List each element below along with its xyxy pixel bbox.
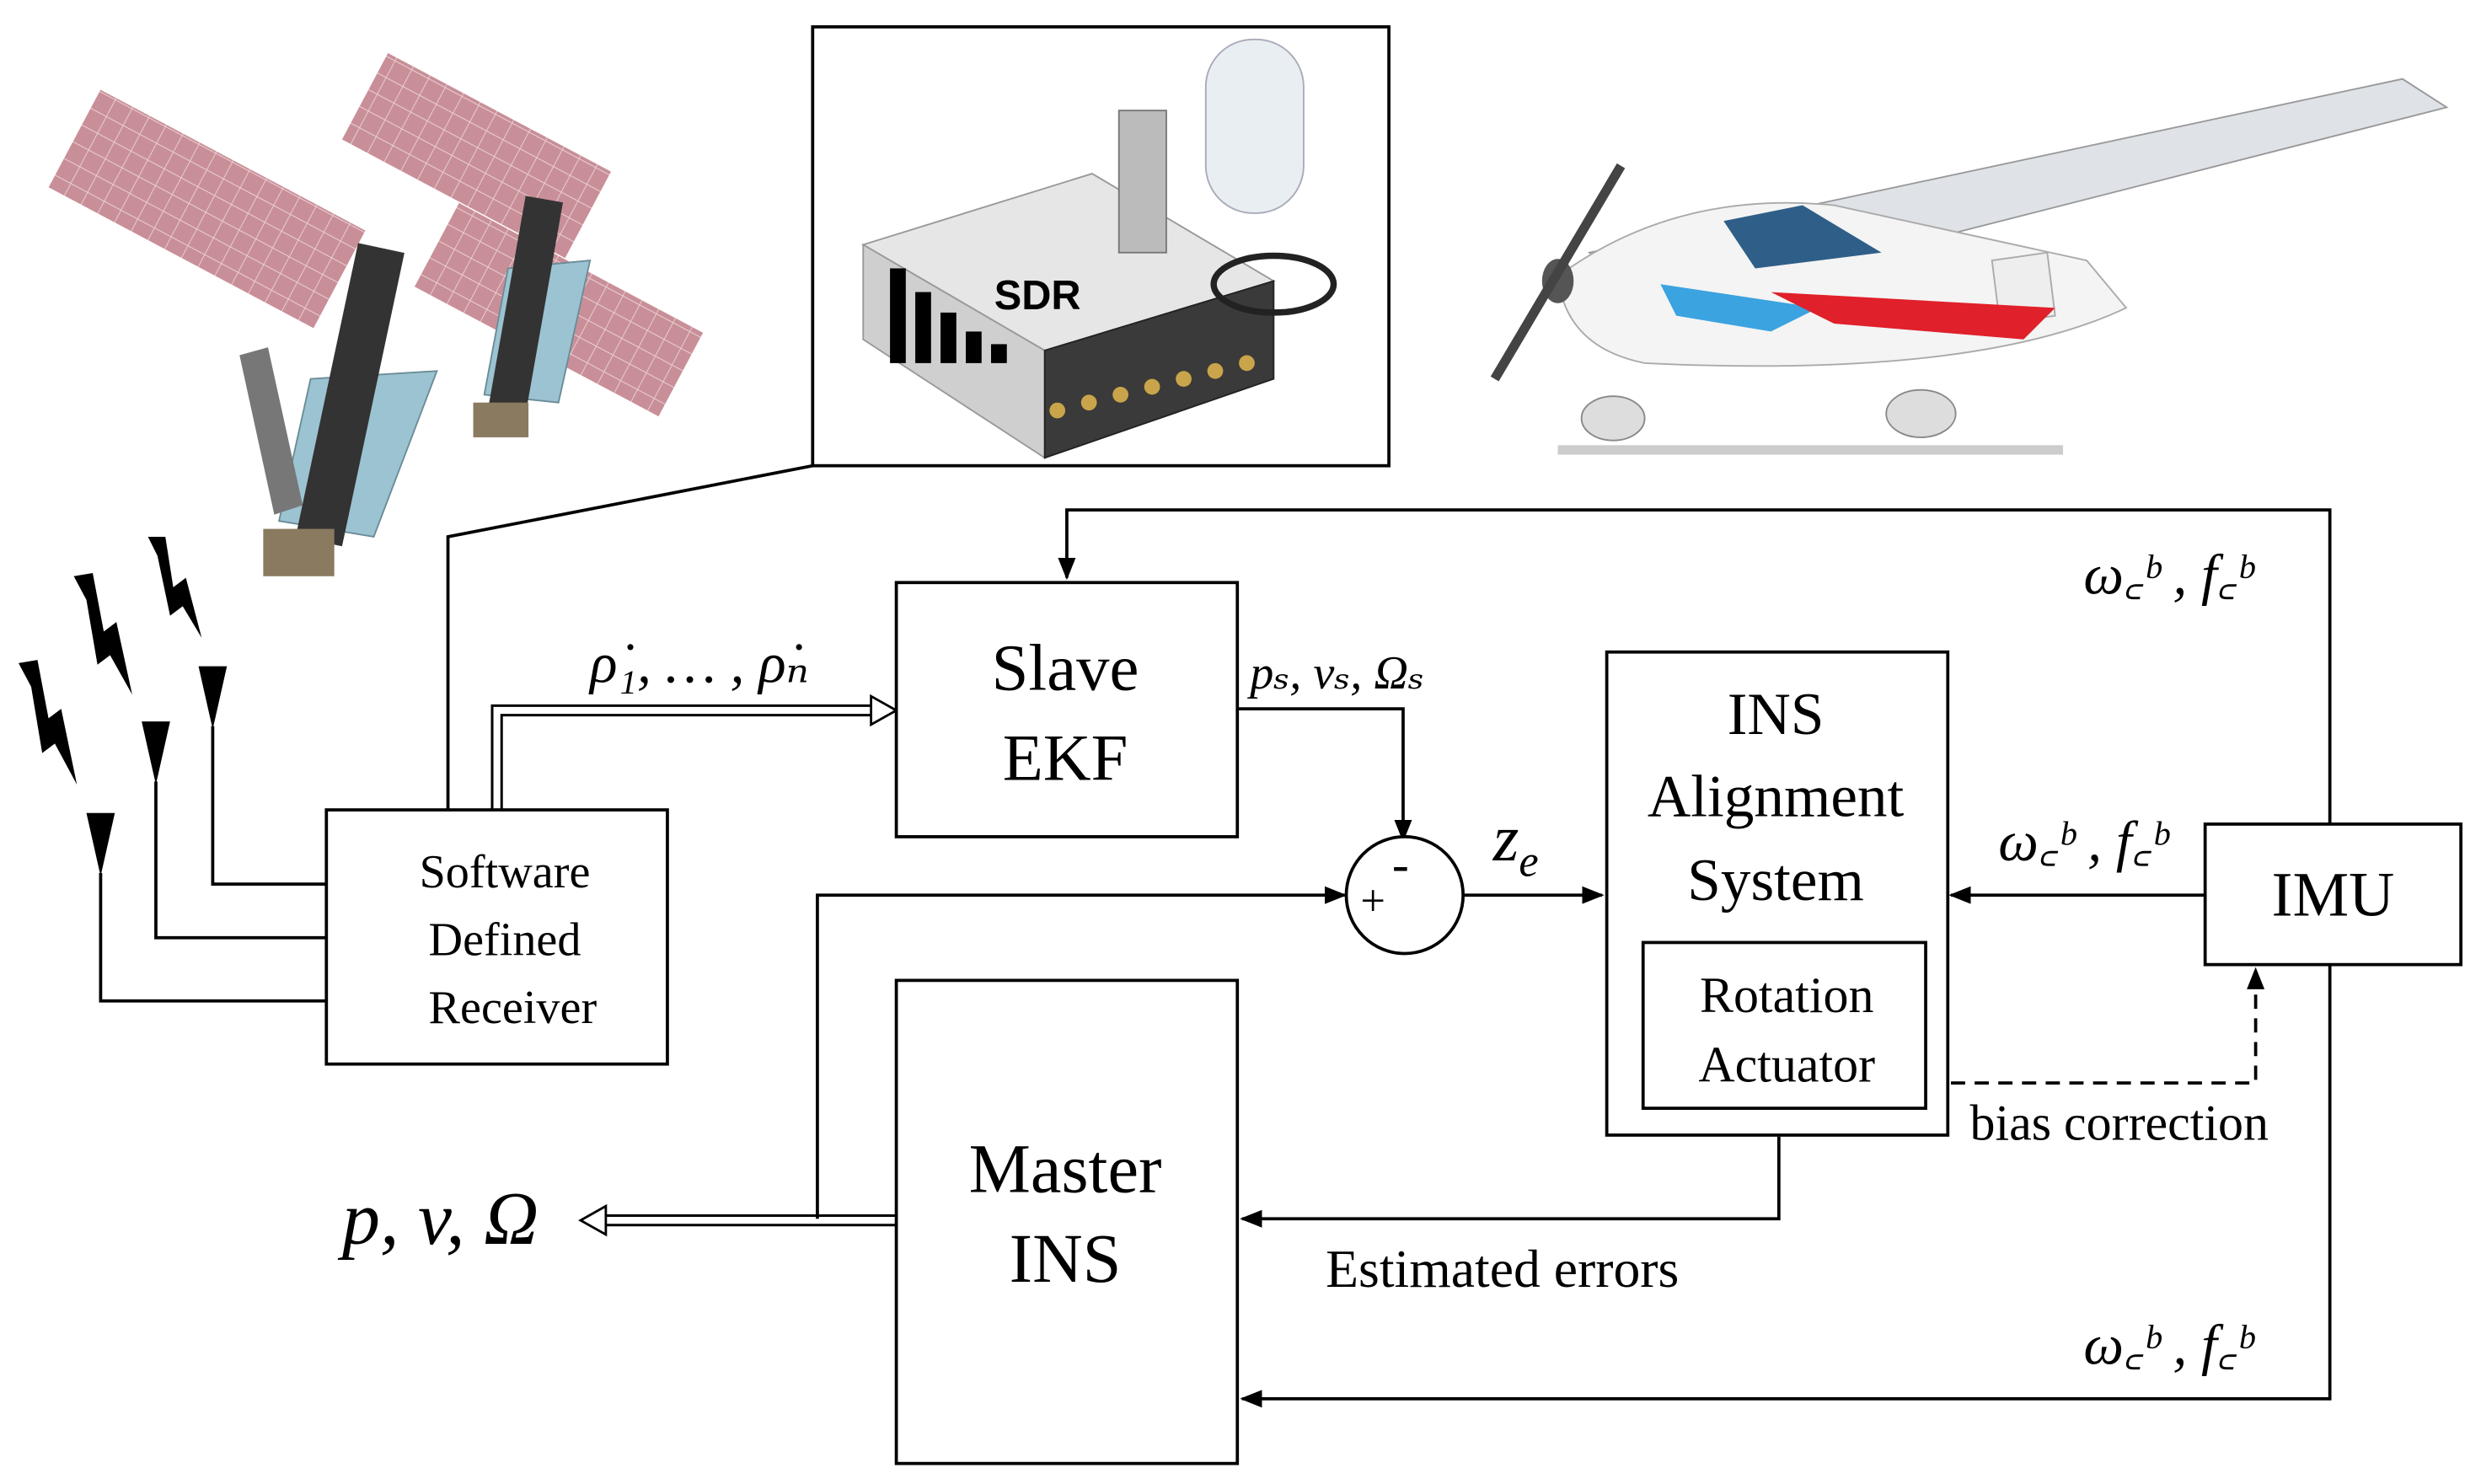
sdr-label: SDR (994, 273, 1081, 319)
satellite-body (295, 243, 405, 547)
junction-plus: + (1360, 877, 1385, 926)
signal-bars-icon (890, 268, 1007, 363)
solar-panel (48, 89, 366, 329)
summing-junction: + - (1344, 835, 1466, 956)
antenna-wire (99, 872, 327, 1003)
rotation-line-2: Actuator (1698, 1037, 1875, 1092)
gps-antenna (1204, 38, 1305, 214)
slave-out-arrow (1237, 707, 1412, 843)
ins-line-1: INS (1728, 682, 1825, 747)
satellite-body (484, 196, 564, 436)
slave-line-1: Slave (992, 632, 1139, 705)
imu-output-label-mid: ω꜀ᵇ , f꜀ᵇ (1998, 810, 2170, 873)
output-arrowhead (578, 1203, 608, 1237)
receiver-line-3: Receiver (429, 982, 597, 1034)
rotation-line-1: Rotation (1700, 967, 1873, 1023)
junction-minus: - (1392, 836, 1409, 892)
airplane-stripe-red (1771, 292, 2055, 340)
antenna-icon (142, 721, 170, 785)
receiver-block: Software Defined Receiver (324, 808, 669, 1066)
satellite-boom (239, 347, 303, 515)
master-feedback-arrow (816, 886, 1348, 1219)
sdr-device-front (1043, 280, 1275, 459)
ins-line-2: Alignment (1648, 764, 1905, 830)
rho-arrowhead (870, 694, 899, 727)
imu-block: IMU (2203, 822, 2463, 967)
antenna-mount (1117, 110, 1167, 254)
slave-line-2: EKF (1003, 721, 1128, 795)
antenna-icon (86, 812, 115, 876)
satellite-bus (263, 528, 335, 576)
ins-line-3: System (1687, 848, 1864, 913)
master-ins-block: Master INS (894, 978, 1240, 1465)
rho-line-a (490, 704, 887, 811)
slave-output-label: pₛ, vₛ, Ωₛ (1246, 647, 1424, 699)
sdr-link (446, 463, 813, 811)
ze-label: ze (1492, 802, 1539, 887)
satellite-bus (473, 402, 529, 437)
output-label: p, v, Ω (337, 1177, 539, 1261)
antenna-cable (1210, 252, 1337, 316)
imu-output-label-bottom: ω꜀ᵇ , f꜀ᵇ (2083, 1314, 2255, 1377)
airplane-window (1723, 205, 1882, 269)
antenna-wire (154, 781, 327, 940)
imu-label: IMU (2272, 860, 2395, 930)
radio-signals (18, 536, 228, 876)
sdr-ports (1049, 355, 1255, 419)
airplane-illustration (1490, 78, 2449, 455)
receiver-line-2: Defined (429, 913, 581, 966)
sdr-panel: SDR (811, 24, 1391, 468)
antenna-icon (198, 666, 228, 730)
airplane-propeller (1490, 163, 1626, 382)
estimated-errors-label: Estimated errors (1326, 1239, 1679, 1299)
rho-label: ρ̇₁, … , ρ̇ₙ (588, 631, 809, 694)
imu-output-label-top: ω꜀ᵇ , f꜀ᵇ (2083, 543, 2255, 606)
airplane-landing-gear (1580, 388, 1957, 442)
slave-ekf-block: Slave EKF (894, 581, 1240, 838)
bias-arrow (1951, 967, 2265, 1085)
rotation-actuator-block: Rotation Actuator (1641, 940, 1927, 1111)
rho-line-b (500, 714, 887, 811)
airplane-shadow (1557, 445, 2064, 455)
airplane-stripe-blue (1660, 284, 1819, 332)
imu-to-slave-arrow (1058, 508, 2332, 824)
antenna-wire (211, 726, 327, 886)
bias-correction-label: bias correction (1970, 1096, 2269, 1151)
imu-to-master-arrow (1240, 966, 2332, 1408)
lightning-icon (73, 573, 132, 695)
lightning-icon (147, 536, 202, 638)
master-line-2: INS (1010, 1220, 1122, 1297)
master-line-1: Master (969, 1130, 1162, 1207)
connections (99, 463, 2332, 1408)
errors-arrow (1240, 1136, 1781, 1228)
receiver-line-1: Software (420, 846, 591, 898)
lightning-icon (18, 660, 78, 785)
satellite-illustration (48, 52, 704, 576)
